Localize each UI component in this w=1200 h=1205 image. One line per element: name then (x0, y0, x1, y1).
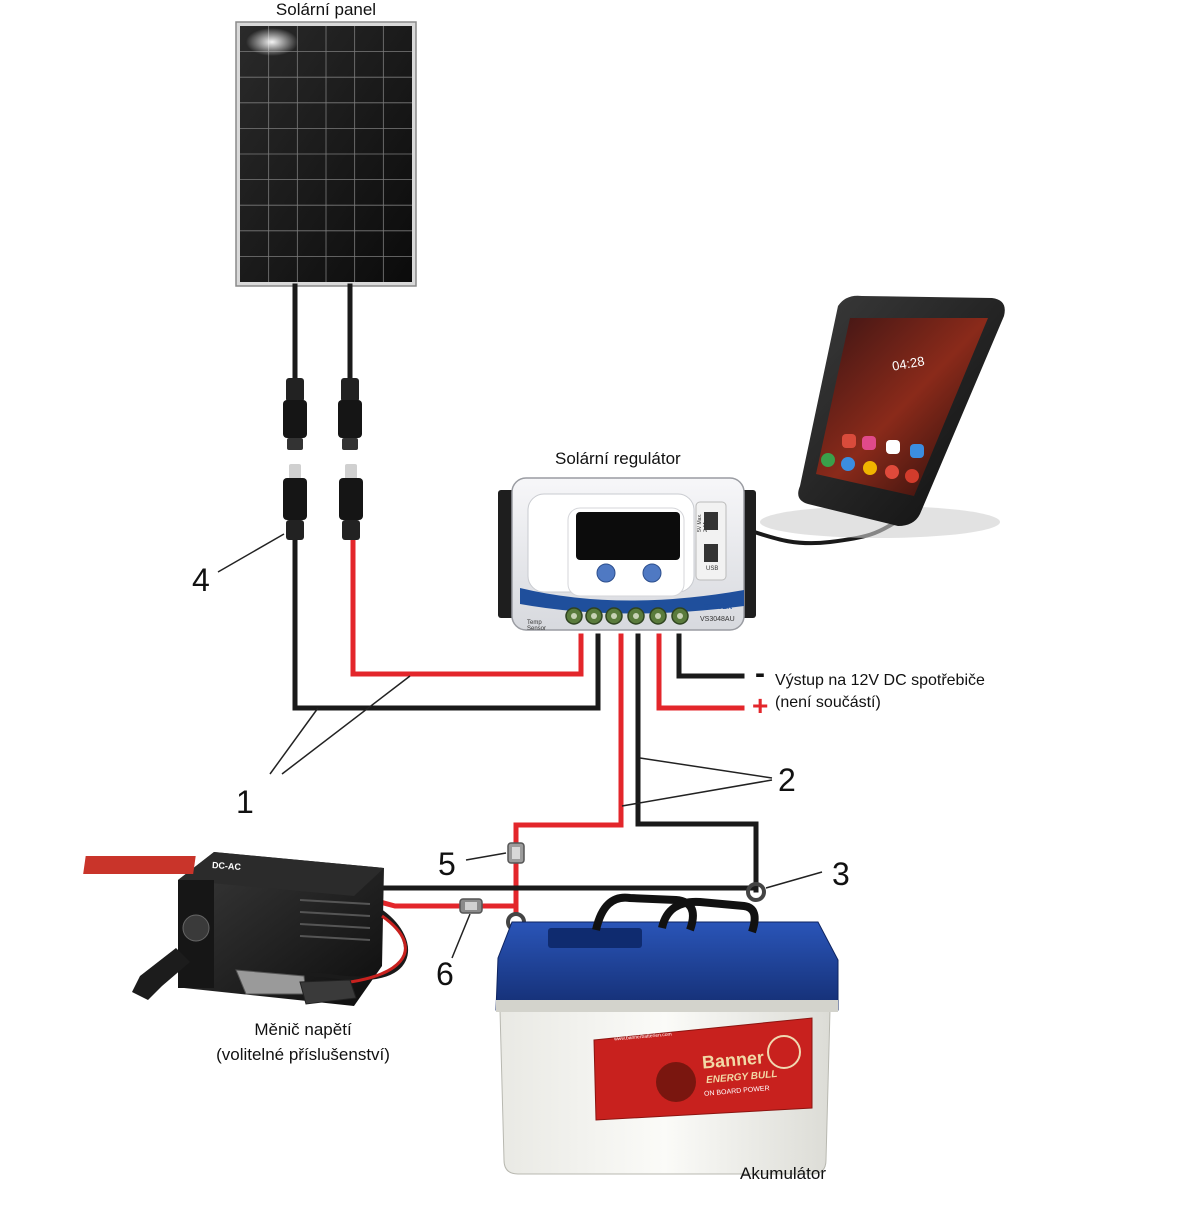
battery-compass-logo (767, 1035, 801, 1069)
regulator-lcd (576, 512, 680, 560)
callout-4: 4 (192, 562, 210, 598)
menu-button[interactable] (596, 563, 616, 583)
controller-accent-band (520, 588, 744, 614)
battery-handle (592, 893, 697, 932)
solar-regulator (498, 477, 756, 631)
terminal-screw (633, 613, 639, 619)
callout-3: 3 (832, 856, 850, 892)
phone-shadow (760, 506, 1000, 538)
inverter-socket (182, 914, 210, 942)
usb-port-2[interactable] (704, 544, 718, 562)
output-minus-sign: - (755, 657, 765, 690)
smartphone (760, 295, 1005, 538)
wire-inverter-positive (376, 898, 519, 909)
inverter-label: DC-AC (211, 860, 242, 872)
terminal-screw (655, 613, 661, 619)
regulator-terminals (565, 607, 689, 625)
wire-battery-positive (513, 633, 624, 913)
output-label-line1: Výstup na 12V DC spotřebiče (775, 672, 985, 689)
output-plus-sign: + (752, 690, 769, 721)
fuse-5 (507, 842, 525, 864)
regulator-set-label: SET (642, 587, 658, 596)
regulator-brand: EPEVER (704, 604, 733, 611)
terminal-screw (677, 613, 683, 619)
inverter-label-line2: (volitelné příslušenství) (216, 1045, 390, 1064)
solar-panel-label: Solární panel (275, 0, 377, 19)
terminal-screw (611, 613, 617, 619)
inverter-vents (299, 899, 371, 941)
inverter-label-strip (83, 856, 196, 874)
mc4-connector-upper-right (338, 378, 362, 450)
regulator-usb-rating: 5V Max. 2.4A (697, 513, 709, 532)
regulator-usb-label: USB (706, 566, 719, 572)
phone-app-icon (862, 436, 876, 450)
battery (495, 893, 839, 1175)
phone-app-row (821, 434, 924, 483)
terminal-screw (591, 613, 597, 619)
mc4-connector-lower-right (339, 464, 363, 540)
phone-app-icon (910, 444, 924, 458)
voltage-inverter (83, 852, 408, 1006)
phone-app-icon (886, 440, 900, 454)
inverter-label-line1: Měnič napětí (254, 1020, 352, 1039)
negative-ring-terminal (746, 882, 766, 902)
battery-top-ridge (548, 928, 642, 948)
wire-load-positive (656, 633, 745, 711)
output-label-line2: (není součástí) (775, 694, 881, 711)
phone-app-icon (842, 434, 856, 448)
mc4-connector-upper-left (283, 378, 307, 450)
regulator-temp-sensor-label: Temp Sensor (527, 620, 547, 632)
fuse-6 (459, 898, 483, 914)
wire-panel-positive (350, 537, 584, 677)
phone-dock-icon (885, 465, 899, 479)
wire-battery-negative (635, 633, 759, 893)
solar-panel (235, 21, 417, 287)
callout-5: 5 (438, 846, 456, 882)
phone-dock-icon (905, 469, 919, 483)
callout-2: 2 (778, 762, 796, 798)
wires (292, 283, 903, 913)
wire-load-negative (676, 633, 745, 679)
regulator-label: Solární regulátor (555, 449, 681, 468)
phone-dock-icon (841, 457, 855, 471)
battery-bull-logo (656, 1062, 696, 1102)
phone-dock-icon (863, 461, 877, 475)
battery-label-text: Akumulátor (740, 1164, 826, 1183)
phone-dock-icon (821, 453, 835, 467)
panel-glare (246, 28, 298, 56)
callout-1: 1 (236, 784, 254, 820)
battery-label (593, 1017, 813, 1121)
terminal-screw (571, 613, 577, 619)
phone-screen (816, 318, 988, 496)
regulator-model: VS3048AU (700, 616, 735, 623)
mc4-connector-lower-left (283, 464, 307, 540)
set-button[interactable] (642, 563, 662, 583)
regulator-menu-label: MENU (594, 587, 618, 596)
car-plug (132, 948, 190, 1000)
usb-port-1[interactable] (704, 512, 718, 530)
wire-panel-negative (292, 537, 601, 711)
battery-clamp-2 (299, 979, 357, 1005)
callout-6: 6 (436, 956, 454, 992)
